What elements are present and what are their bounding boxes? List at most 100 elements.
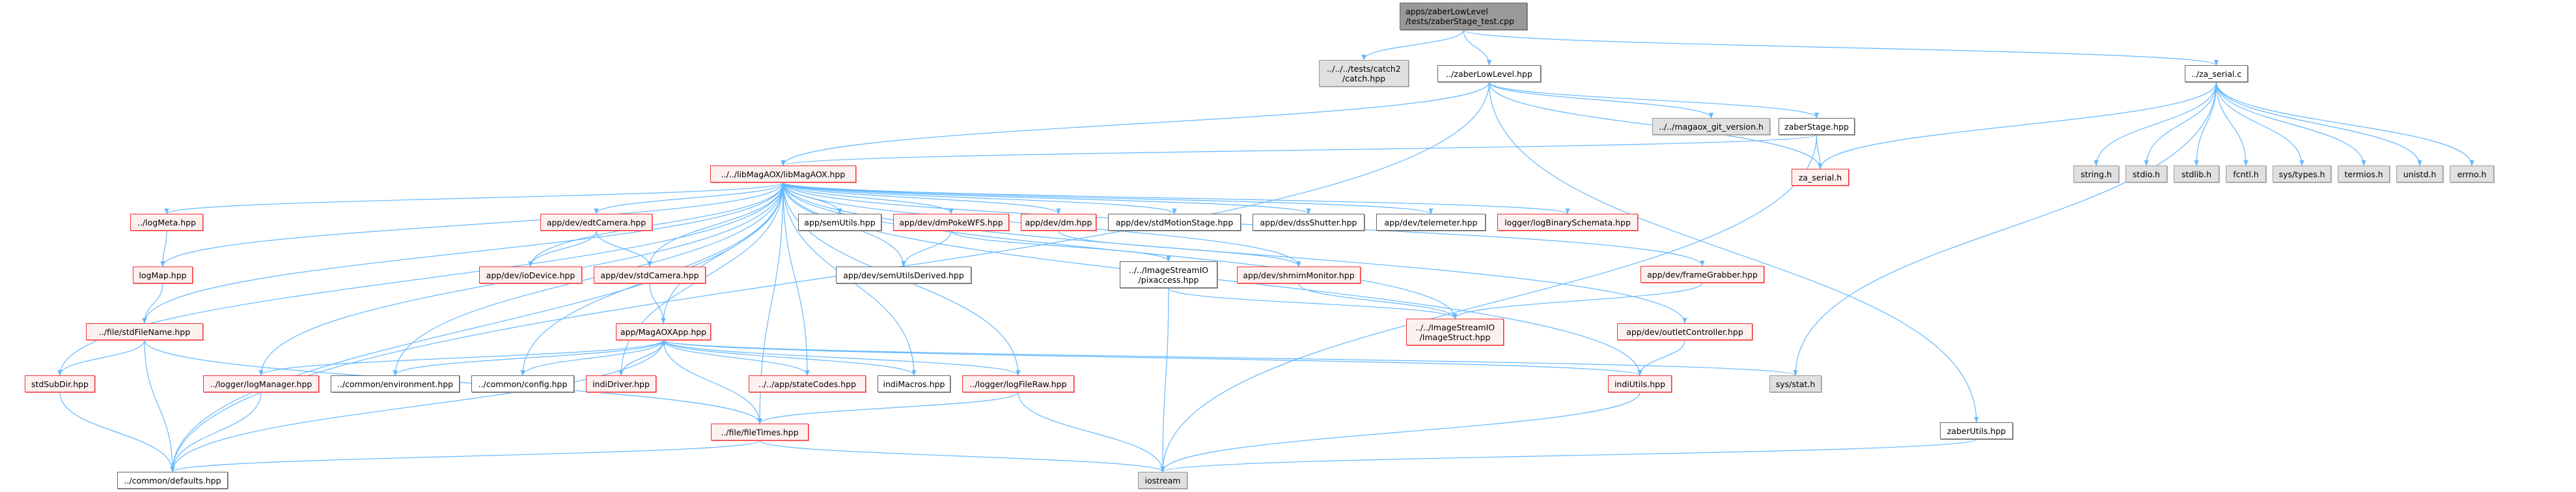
edge-logFileRaw-to-iostream xyxy=(1018,392,1165,472)
node-git-version[interactable]: ../../magaox_git_version.h xyxy=(1652,118,1770,135)
node-zaber-low-level[interactable]: ../zaberLowLevel.hpp xyxy=(1437,65,1541,82)
edge-logManager-to-defaults xyxy=(170,392,262,472)
edge-zaSerialC-to-stringH xyxy=(2094,81,2217,166)
node-dm[interactable]: app/dev/dm.hpp xyxy=(1021,214,1096,231)
node-za-serial-c[interactable]: ../za_serial.c xyxy=(2185,65,2248,82)
edge-stdCamera-to-magAOXApp xyxy=(649,283,666,324)
node-state-codes[interactable]: ../../app/stateCodes.hpp xyxy=(749,375,866,392)
edge-libMagAOX-to-dm xyxy=(782,182,1061,214)
edge-zaberStage-to-iostream xyxy=(1160,134,1818,472)
edge-dmPokeWFS-to-semUtilsDerived xyxy=(901,230,952,267)
node-catch[interactable]: ../../../tests/catch2 /catch.hpp xyxy=(1319,60,1409,87)
edge-libMagAOX-to-telemeter xyxy=(782,182,1433,214)
node-std-file-name[interactable]: ../file/stdFileName.hpp xyxy=(86,323,203,340)
edge-libMagAOX-to-stdMotionStage xyxy=(782,182,1177,214)
edge-magAOXApp-to-stateCodes xyxy=(663,340,810,376)
node-indi-utils[interactable]: indiUtils.hpp xyxy=(1608,375,1672,392)
node-sem-utils[interactable]: app/semUtils.hpp xyxy=(798,214,881,231)
edge-magAOXApp-to-fileTimes xyxy=(663,340,762,424)
node-defaults[interactable]: ../common/defaults.hpp xyxy=(117,472,228,489)
node-edt-camera[interactable]: app/dev/edtCamera.hpp xyxy=(540,214,652,231)
node-telemeter[interactable]: app/dev/telemeter.hpp xyxy=(1376,214,1486,231)
node-log-file-raw[interactable]: ../logger/logFileRaw.hpp xyxy=(962,375,1074,392)
edge-zaberLowLevel-to-gitVersion xyxy=(1488,81,1713,119)
node-config[interactable]: ../common/config.hpp xyxy=(471,375,574,392)
edge-root-to-zaberLowLevel xyxy=(1463,29,1492,66)
node-log-meta[interactable]: ../logMeta.hpp xyxy=(130,214,203,231)
node-zaber-utils[interactable]: zaberUtils.hpp xyxy=(1940,422,2013,439)
edge-shmimMonitor-to-imageStruct xyxy=(1298,283,1458,319)
node-mag-a-o-x-app[interactable]: app/MagAOXApp.hpp xyxy=(616,323,711,340)
edge-dm-to-shmimMonitor xyxy=(1058,230,1301,267)
node-za-serial-h[interactable]: za_serial.h xyxy=(1792,169,1849,186)
node-dm-poke-w-f-s[interactable]: app/dev/dmPokeWFS.hpp xyxy=(893,214,1009,231)
edge-zaSerialC-to-sysTypes xyxy=(2215,81,2305,166)
edge-zaberLowLevel-to-zaberStage xyxy=(1488,81,1819,119)
node-indi-driver[interactable]: indiDriver.hpp xyxy=(586,375,656,392)
node-stdlib-h[interactable]: stdlib.h xyxy=(2174,166,2219,182)
edge-zaberStage-to-libMagAOX xyxy=(781,134,1818,166)
edge-zaSerialC-to-sysStat xyxy=(1793,81,2217,376)
node-unistd[interactable]: unistd.h xyxy=(2396,166,2443,182)
edge-zaSerialC-to-stdioH xyxy=(2144,81,2217,166)
edge-zaberLowLevel-to-defaults xyxy=(170,81,1490,472)
node-file-times[interactable]: ../file/fileTimes.hpp xyxy=(711,424,809,441)
node-log-manager[interactable]: ../logger/logManager.hpp xyxy=(203,375,319,392)
edge-magAOXApp-to-indiMacros xyxy=(663,340,917,376)
edge-libMagAOX-to-edtCamera xyxy=(594,182,784,214)
edge-zaberUtils-to-iostream xyxy=(1160,439,1977,472)
edge-magAOXApp-to-sysStat xyxy=(663,340,1798,376)
edge-magAOXApp-to-indiUtils xyxy=(663,340,1642,376)
node-zaber-stage[interactable]: zaberStage.hpp xyxy=(1779,118,1855,135)
node-std-sub-dir[interactable]: stdSubDir.hpp xyxy=(25,375,95,392)
node-frame-grabber[interactable]: app/dev/frameGrabber.hpp xyxy=(1641,266,1764,283)
edge-fileTimes-to-iostream xyxy=(759,440,1165,472)
edge-edtCamera-to-stdCamera xyxy=(596,230,652,267)
edge-libMagAOX-to-logBinarySchemata xyxy=(782,182,1570,214)
node-fcntl-h[interactable]: fcntl.h xyxy=(2226,166,2266,182)
node-sys-stat[interactable]: sys/stat.h xyxy=(1769,375,1821,392)
node-environment[interactable]: ../common/environment.hpp xyxy=(331,375,460,392)
edge-libMagAOX-to-logMeta xyxy=(164,182,784,214)
node-log-map[interactable]: logMap.hpp xyxy=(133,267,193,283)
edge-edtCamera-to-ioDevice xyxy=(528,230,597,267)
edge-magAOXApp-to-defaults xyxy=(170,340,664,472)
node-sys-types[interactable]: sys/types.h xyxy=(2273,166,2331,182)
edge-libMagAOX-to-stateCodes xyxy=(782,182,810,376)
node-outlet-controller[interactable]: app/dev/outletController.hpp xyxy=(1617,323,1752,340)
node-string-h[interactable]: string.h xyxy=(2073,166,2119,182)
edge-pixaccess-to-imageStruct xyxy=(1168,287,1458,319)
edge-libMagAOX-to-logMap xyxy=(160,182,784,267)
edge-libMagAOX-to-environment xyxy=(393,182,784,376)
edge-root-to-zaSerialC xyxy=(1463,29,2219,66)
node-log-binary-schemata[interactable]: logger/logBinarySchemata.hpp xyxy=(1497,214,1638,231)
edge-zaberLowLevel-to-libMagAOX xyxy=(781,81,1490,166)
edge-logMeta-to-logMap xyxy=(160,230,167,267)
node-indi-macros[interactable]: indiMacros.hpp xyxy=(878,375,950,392)
node-root[interactable]: apps/zaberLowLevel /tests/zaberStage_tes… xyxy=(1400,3,1527,30)
edge-zaberLowLevel-to-zaberUtils xyxy=(1488,81,1979,423)
node-errno[interactable]: errno.h xyxy=(2450,166,2494,182)
node-io-device[interactable]: app/dev/ioDevice.hpp xyxy=(479,267,582,283)
node-pixaccess[interactable]: ../../ImageStreamIO /pixaccess.hpp xyxy=(1120,261,1217,288)
edge-stdFileName-to-defaults xyxy=(144,340,175,472)
edge-zaSerialC-to-errno xyxy=(2215,81,2474,166)
node-std-camera[interactable]: app/dev/stdCamera.hpp xyxy=(594,267,706,283)
edge-stdFileName-to-stdSubDir xyxy=(57,340,145,376)
edge-zaSerialC-to-termios xyxy=(2215,81,2366,166)
node-shmim-monitor[interactable]: app/dev/shmimMonitor.hpp xyxy=(1237,267,1361,283)
node-termios[interactable]: termios.h xyxy=(2338,166,2390,182)
edge-zaSerialC-to-unistd xyxy=(2215,81,2422,166)
node-std-motion-stage[interactable]: app/dev/stdMotionStage.hpp xyxy=(1108,214,1241,231)
edge-zaSerialC-to-fcntlH xyxy=(2215,81,2249,166)
edge-zaSerialC-to-zaSerialH xyxy=(1818,81,2217,169)
edge-indiUtils-to-iostream xyxy=(1160,392,1641,472)
node-stdio-h[interactable]: stdio.h xyxy=(2126,166,2167,182)
node-image-struct[interactable]: ../../ImageStreamIO /ImageStruct.hpp xyxy=(1406,319,1504,345)
node-lib-mag-a-o-x[interactable]: ../../libMagAOX/libMagAOX.hpp xyxy=(710,166,856,182)
node-dss-shutter[interactable]: app/dev/dssShutter.hpp xyxy=(1253,214,1364,231)
node-sem-utils-derived[interactable]: app/dev/semUtilsDerived.hpp xyxy=(836,267,971,283)
node-iostream[interactable]: iostream xyxy=(1138,472,1187,489)
